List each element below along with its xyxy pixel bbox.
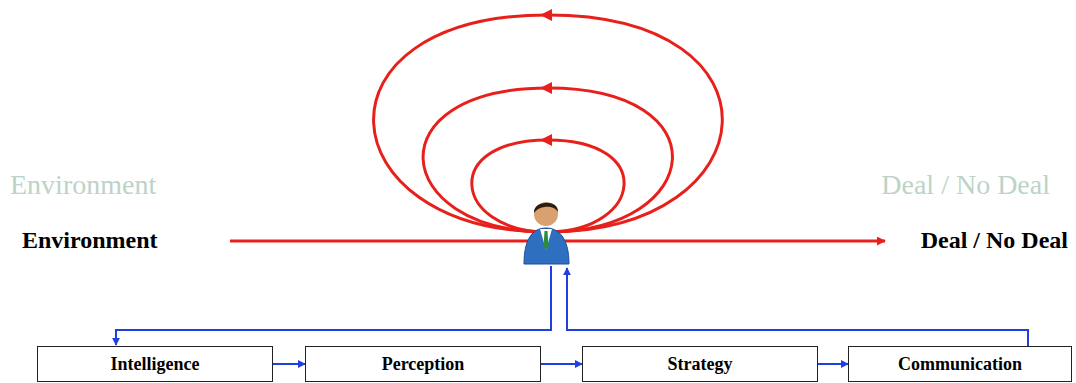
box-label: Strategy	[662, 354, 739, 375]
feedback-loop	[423, 88, 672, 232]
loop-arrowhead	[540, 134, 552, 146]
ghost-label: Environment	[10, 168, 156, 202]
ghost-label: Deal / No Deal	[881, 168, 1050, 202]
suit	[524, 228, 569, 264]
flow-arrow	[818, 363, 848, 365]
box-label: Perception	[376, 354, 471, 375]
head	[534, 202, 558, 226]
output-wire	[116, 266, 551, 345]
feedback-loop	[472, 140, 624, 232]
flow-label: Deal / No Deal	[921, 226, 1068, 255]
process-box: Intelligence	[37, 346, 273, 382]
box-label: Communication	[892, 354, 1028, 375]
hair	[534, 203, 558, 213]
box-label: Intelligence	[105, 354, 206, 375]
tie	[544, 231, 549, 250]
process-box: Perception	[305, 346, 541, 382]
process-box: Communication	[848, 346, 1072, 382]
flow-arrow	[541, 363, 582, 365]
shirt	[540, 229, 552, 250]
flow-label: Environment	[22, 226, 158, 255]
process-box: Strategy	[582, 346, 818, 382]
flow-arrow	[273, 363, 305, 365]
input-wire	[567, 268, 1028, 346]
negotiator-icon	[524, 202, 569, 264]
loop-arrowhead	[540, 82, 552, 94]
feedback-loop	[374, 15, 723, 232]
loop-arrowhead	[540, 9, 552, 21]
